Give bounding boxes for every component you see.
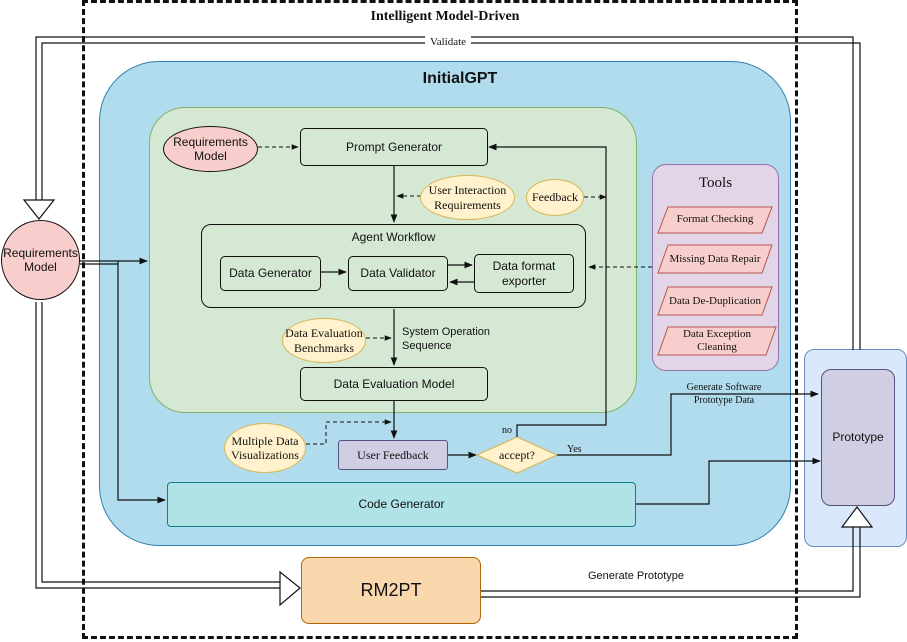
initialgpt-title: InitialGPT bbox=[422, 70, 498, 87]
tool-format-checking: Format Checking bbox=[676, 213, 754, 226]
decision-label: accept? bbox=[499, 448, 535, 462]
data-format-exporter: Data format exporter bbox=[474, 254, 574, 293]
generate-prototype-label: Generate Prototype bbox=[587, 570, 684, 582]
inner-requirements-model: Requirements Model bbox=[163, 126, 258, 172]
data-evaluation-model: Data Evaluation Model bbox=[300, 367, 488, 401]
rm2pt-to-prototype bbox=[481, 527, 854, 592]
decision-no-label: no bbox=[502, 425, 512, 436]
tool-data-deduplication: Data De-Duplication bbox=[669, 294, 761, 307]
validate-label: Validate bbox=[425, 36, 471, 48]
user-feedback: User Feedback bbox=[338, 440, 448, 470]
tool-missing-data-repair: Missing Data Repair bbox=[669, 252, 761, 265]
data-generator: Data Generator bbox=[220, 256, 321, 291]
tool-exception-shape bbox=[657, 326, 777, 356]
rm-to-rm2pt bbox=[35, 302, 280, 589]
user-interaction-requirements: User Interaction Requirements bbox=[420, 175, 515, 220]
rm2pt-hollow-arrow-head bbox=[279, 570, 301, 607]
data-evaluation-benchmarks: Data Evaluation Benchmarks bbox=[282, 318, 366, 363]
tool-shapes bbox=[657, 206, 777, 356]
feedback-bubble: Feedback bbox=[526, 179, 584, 216]
prototype-box: Prototype bbox=[821, 369, 895, 506]
decision-yes-to-prototype bbox=[557, 390, 819, 456]
prototype-hollow-arrow-head bbox=[840, 506, 874, 528]
intelligent-model-driven-frame bbox=[82, 0, 798, 639]
validate-hollow-arrow-head bbox=[22, 199, 56, 220]
tool-missing-data-shape bbox=[657, 244, 773, 274]
visualizations-link bbox=[306, 419, 392, 445]
software-prototype-data-label: Generate Software Prototype Data bbox=[686, 382, 762, 406]
tool-format-checking-shape bbox=[657, 206, 773, 234]
system-operation-label: System Operation Sequence bbox=[402, 326, 491, 353]
prompt-generator: Prompt Generator bbox=[300, 128, 488, 166]
rm-to-code-generator bbox=[117, 261, 166, 504]
decision-yes-label: Yes bbox=[567, 444, 582, 455]
requirements-model: Requirements Model bbox=[1, 220, 80, 300]
rm2pt-to-prototype-inner bbox=[481, 527, 861, 598]
frame-title: Intelligent Model-Driven bbox=[370, 9, 520, 24]
code-generator-to-prototype bbox=[636, 457, 821, 505]
rm2pt-box: RM2PT bbox=[301, 557, 481, 624]
code-generator: Code Generator bbox=[167, 482, 636, 527]
rm-to-rm2pt-inner bbox=[41, 302, 280, 583]
tool-data-exception-cleaning: Data Exception Cleaning bbox=[682, 328, 752, 353]
tool-deduplication-shape bbox=[657, 286, 773, 316]
multiple-data-visualizations: Multiple Data Visualizations bbox=[224, 423, 306, 473]
data-validator: Data Validator bbox=[348, 256, 448, 291]
decision-no-loop bbox=[488, 143, 607, 437]
tools-title: Tools bbox=[698, 175, 733, 191]
